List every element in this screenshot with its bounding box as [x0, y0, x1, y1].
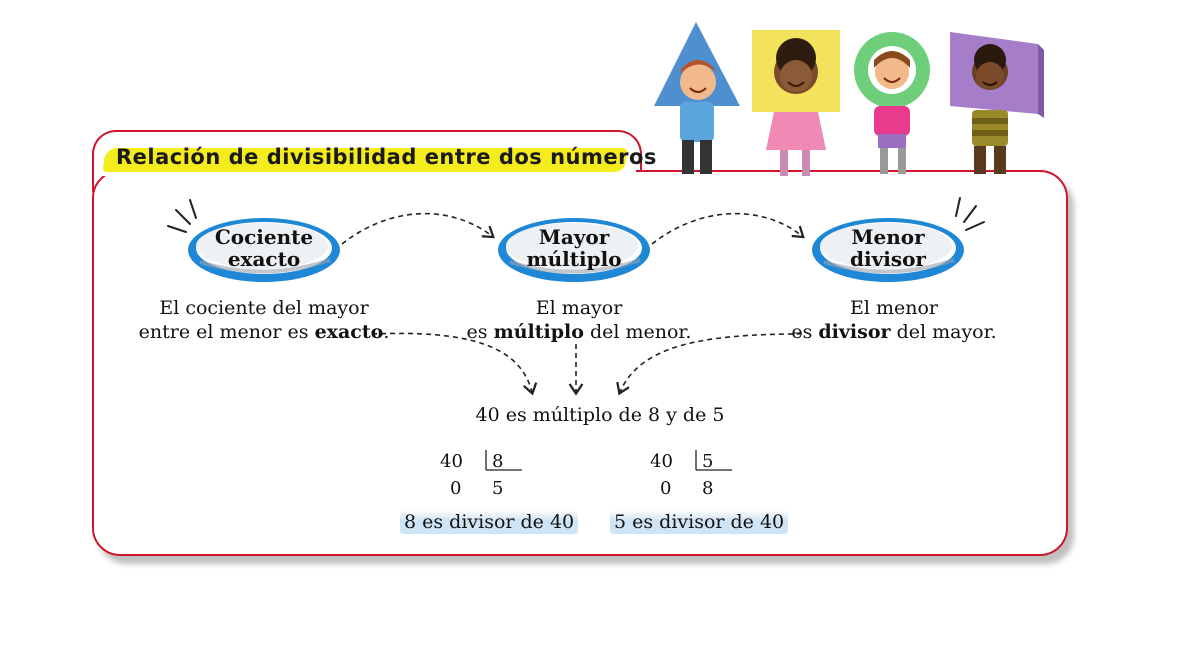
division-2-result: 5 es divisor de 40 — [610, 510, 789, 534]
tab-joint — [94, 168, 636, 176]
emphasis-strokes-right — [955, 197, 985, 231]
arrow-1-to-2 — [341, 212, 495, 245]
emphasis-strokes-left — [167, 199, 197, 233]
pill-label-line2: divisor — [850, 247, 926, 271]
division-1-dividend: 40 — [440, 451, 463, 472]
division-2-remainder: 0 — [660, 478, 672, 499]
pill-label-mayor-multiplo: Mayor múltiplo — [514, 226, 634, 270]
description-mayor-multiplo: El mayor es múltiplo del menor. — [454, 296, 704, 344]
keyword: exacto — [314, 321, 384, 343]
triangle-kid-icon — [654, 22, 740, 174]
keyword: divisor — [818, 321, 891, 343]
pill-label-line1: Menor — [851, 225, 925, 249]
circle-kid-icon — [854, 32, 930, 174]
children-with-shapes-illustration — [654, 22, 1044, 176]
division-2-dividend: 40 — [650, 451, 673, 472]
rectangle-kid-icon — [950, 32, 1044, 174]
arrow-2-to-3 — [651, 212, 805, 245]
pill-mayor-multiplo — [498, 218, 650, 282]
description-line1: El mayor — [535, 297, 623, 319]
division-bracket-2 — [695, 450, 732, 471]
division-1-divisor: 8 — [492, 451, 504, 472]
description-line2: entre el menor es exacto. — [138, 321, 390, 343]
description-line2: es múltiplo del menor. — [466, 321, 692, 343]
description-line1: El cociente del mayor — [159, 297, 369, 319]
pill-label-line2: múltiplo — [526, 247, 622, 271]
division-1-remainder: 0 — [450, 478, 462, 499]
central-statement: 40 es múltiplo de 8 y de 5 — [475, 404, 725, 426]
section-title: Relación de divisibilidad entre dos núme… — [116, 145, 657, 169]
pill-label-line2: exacto — [227, 247, 301, 271]
description-line1: El menor — [849, 297, 938, 319]
division-1-quotient: 5 — [492, 478, 504, 499]
pill-menor-divisor — [812, 218, 964, 282]
pill-cociente-exacto — [188, 218, 340, 282]
description-menor-divisor: El menor es divisor del mayor. — [774, 296, 1014, 344]
division-2-quotient: 8 — [702, 478, 714, 499]
pill-label-cociente-exacto: Cociente exacto — [204, 226, 324, 270]
pill-label-menor-divisor: Menor divisor — [828, 226, 948, 270]
keyword: múltiplo — [493, 321, 584, 343]
division-1-result: 8 es divisor de 40 — [400, 510, 579, 534]
description-line2: es divisor del mayor. — [791, 321, 997, 343]
division-bracket-1 — [485, 450, 522, 471]
division-2-divisor: 5 — [702, 451, 714, 472]
square-kid-icon — [752, 30, 840, 176]
arrow-divisor-to-statement — [616, 333, 803, 396]
pill-label-line1: Mayor — [538, 225, 610, 249]
pill-label-line1: Cociente — [214, 225, 314, 249]
description-cociente-exacto: El cociente del mayor entre el menor es … — [134, 296, 394, 344]
